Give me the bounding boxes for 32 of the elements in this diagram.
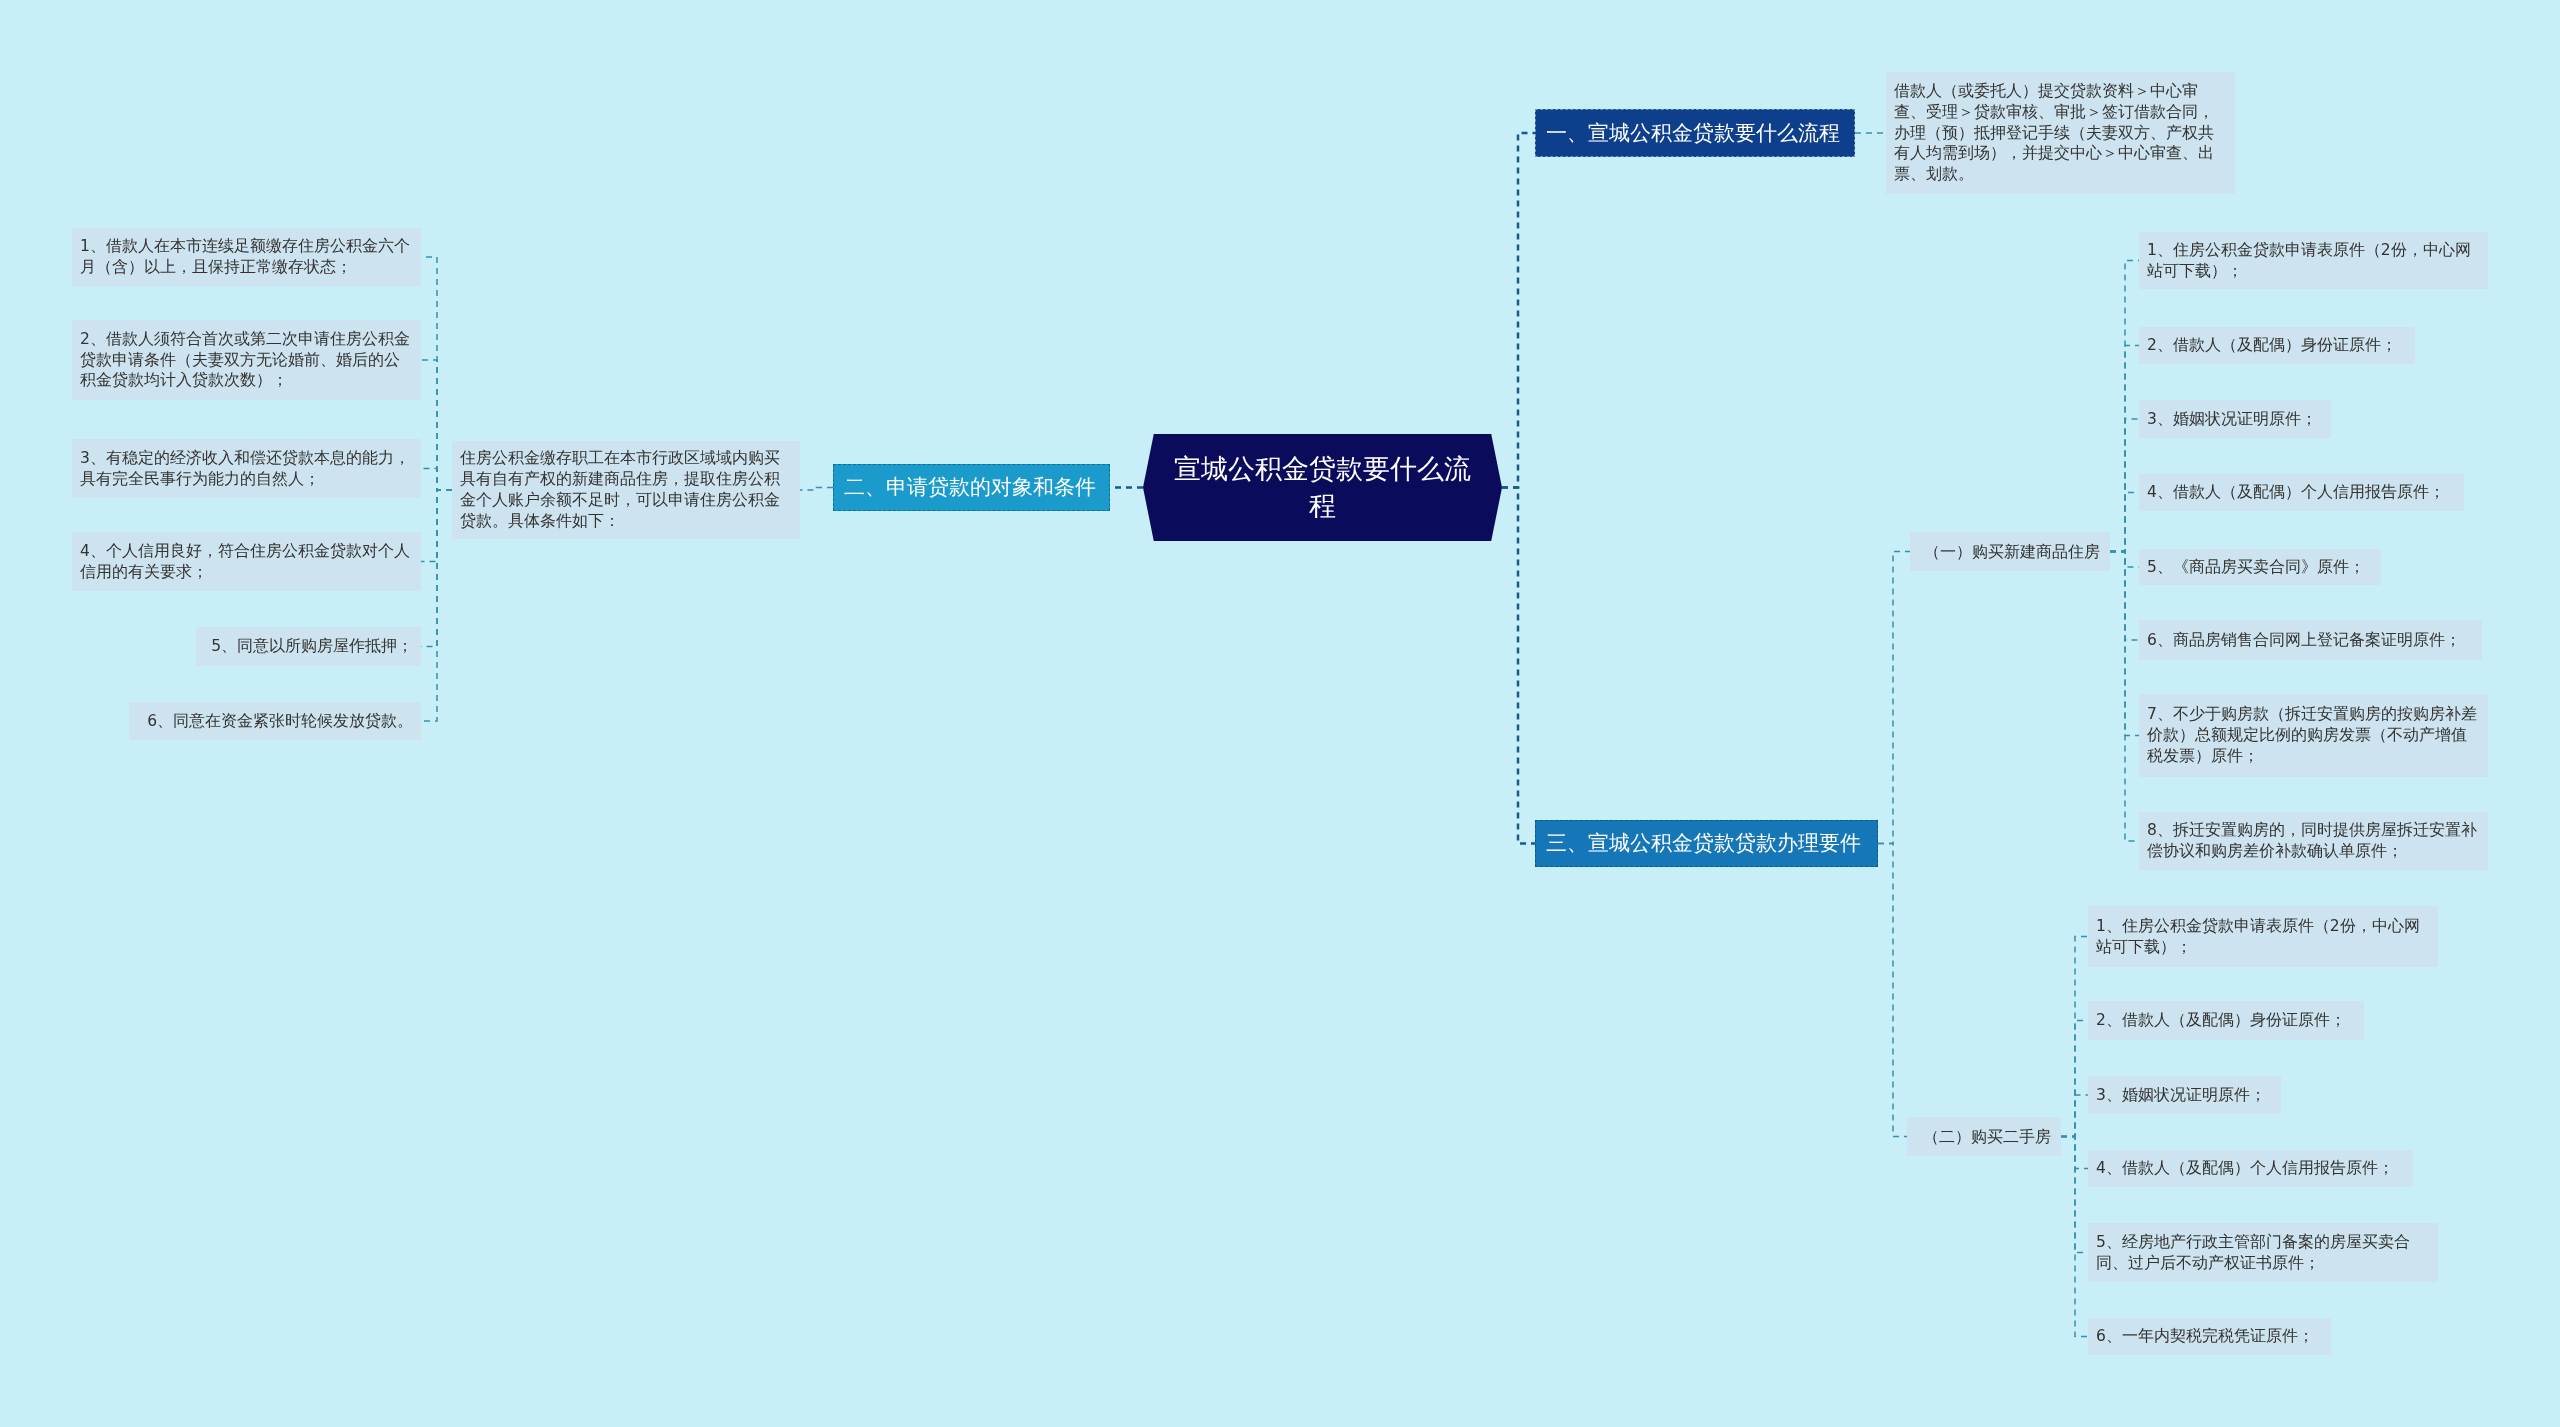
topic-box: 三、宣城公积金贷款贷款办理要件 [1535,820,1878,867]
connector-line [1877,842,1908,1138]
text-box: 7、不少于购房款（拆迁安置购房的按购房补差价款）总额规定比例的购房发票（不动产增值税发票）原件； [2139,694,2488,777]
text-box: 6、商品房销售合同网上登记备案证明原件； [2139,620,2482,660]
text-box: 1、住房公积金贷款申请表原件（2份，中心网站可下载）； [2088,906,2438,967]
central-topic: 宣城公积金贷款要什么流程 [1143,434,1502,541]
text-box: 1、借款人在本市连续足额缴存住房公积金六个月（含）以上，且保持正常缴存状态； [72,228,421,286]
topic-box: 二、申请贷款的对象和条件 [833,464,1110,511]
text-box: 4、借款人（及配偶）个人信用报告原件； [2139,474,2464,511]
text-box: 2、借款人须符合首次或第二次申请住房公积金贷款申请条件（夫妻双方无论婚前、婚后的公积金贷款均计入贷款次数）； [72,320,421,400]
text-box: 3、有稳定的经济收入和偿还贷款本息的能力，具有完全民事行为能力的自然人； [72,439,421,498]
text-box: 6、同意在资金紧张时轮候发放贷款。 [129,702,421,740]
connector-line [2060,1135,2089,1338]
text-box: 8、拆迁安置购房的，同时提供房屋拆迁安置补偿协议和购房差价补款确认单原件； [2139,812,2488,870]
text-box: 2、借款人（及配偶）身份证原件； [2088,1001,2364,1040]
subtopic-box: （一）购买新建商品住房 [1910,532,2110,571]
connector-line [799,486,834,491]
connector-line [1502,486,1535,845]
text-box: 3、婚姻状况证明原件； [2088,1076,2281,1114]
text-box: 住房公积金缴存职工在本市行政区域域内购买具有自有产权的新建商品住房，提取住房公积金个人账户余额不足时，可以申请住房公积金贷款。具体条件如下： [452,441,800,539]
text-box: 5、《商品房买卖合同》原件； [2139,549,2381,585]
text-box: 3、婚姻状况证明原件； [2139,400,2331,438]
text-box: 6、一年内契税完税凭证原件； [2088,1318,2331,1355]
subtopic-box: （二）购买二手房 [1907,1117,2061,1156]
text-box: 1、住房公积金贷款申请表原件（2份，中心网站可下载）； [2139,232,2488,289]
text-box: 4、个人信用良好，符合住房公积金贷款对个人信用的有关要求； [72,532,421,591]
text-box: 4、借款人（及配偶）个人信用报告原件； [2088,1150,2413,1187]
text-box: 5、经房地产行政主管部门备案的房屋买卖合同、过户后不动产权证书原件； [2088,1223,2438,1282]
topic-box: 一、宣城公积金贷款要什么流程 [1535,109,1855,157]
text-box: 5、同意以所购房屋作抵押； [196,627,421,666]
text-box: 借款人（或委托人）提交贷款资料＞中心审查、受理＞贷款审核、审批＞签订借款合同，办理（预）抵押登记手续（夫妻双方、产权共有人均需到场），并提交中心＞中心审查、出票、划款。 [1886,72,2235,194]
text-box: 2、借款人（及配偶）身份证原件； [2139,327,2415,364]
